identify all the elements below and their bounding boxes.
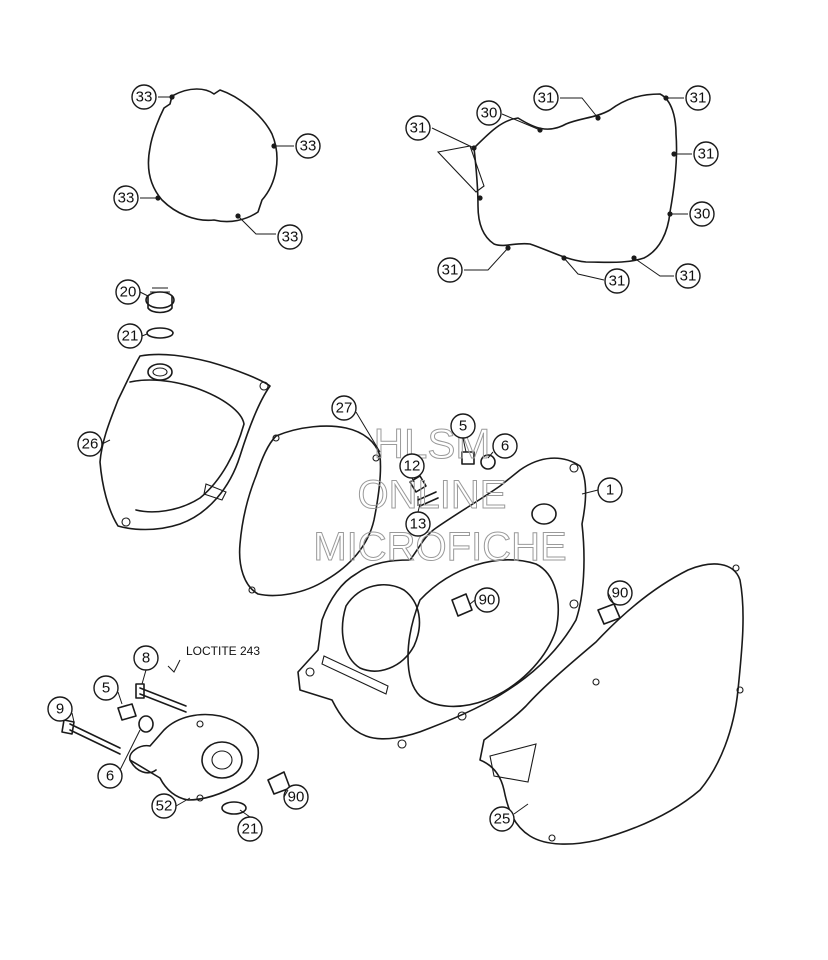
svg-text:6: 6 bbox=[501, 438, 509, 455]
callout-9: 9 bbox=[47, 696, 73, 722]
svg-text:33: 33 bbox=[282, 229, 299, 246]
screw-13 bbox=[417, 491, 439, 507]
callout-6-bottom: 6 bbox=[97, 763, 123, 789]
callout-21-bottom: 21 bbox=[237, 816, 263, 842]
svg-text:52: 52 bbox=[156, 798, 173, 815]
svg-text:31: 31 bbox=[680, 268, 697, 285]
svg-text:21: 21 bbox=[242, 821, 259, 838]
callout-90-b: 90 bbox=[607, 580, 633, 606]
clutch-cover bbox=[99, 353, 271, 531]
callout-27: 27 bbox=[331, 395, 357, 421]
svg-text:12: 12 bbox=[404, 458, 421, 475]
callout-31-g: 31 bbox=[675, 263, 701, 289]
callout-33-a: 33 bbox=[131, 84, 157, 110]
loctite-note-group: LOCTITE 243 bbox=[167, 644, 260, 673]
svg-text:1: 1 bbox=[606, 482, 614, 499]
svg-text:30: 30 bbox=[694, 206, 711, 223]
callout-52: 52 bbox=[151, 793, 177, 819]
svg-text:90: 90 bbox=[288, 789, 305, 806]
callout-5-top: 5 bbox=[450, 413, 476, 439]
svg-text:31: 31 bbox=[410, 120, 427, 137]
water-pump-cover bbox=[129, 713, 260, 802]
callout-26: 26 bbox=[77, 431, 103, 457]
svg-text:90: 90 bbox=[479, 592, 496, 609]
callout-1: 1 bbox=[597, 477, 623, 503]
o-ring-bottom bbox=[221, 801, 247, 815]
callout-21-top: 21 bbox=[117, 323, 143, 349]
svg-text:90: 90 bbox=[612, 585, 629, 602]
svg-text:8: 8 bbox=[142, 650, 150, 667]
svg-text:31: 31 bbox=[442, 262, 459, 279]
svg-text:30: 30 bbox=[481, 105, 498, 122]
svg-text:20: 20 bbox=[120, 284, 137, 301]
screw-12 bbox=[409, 475, 427, 493]
callout-33-d: 33 bbox=[277, 224, 303, 250]
callout-leaders bbox=[71, 291, 615, 818]
svg-text:31: 31 bbox=[538, 90, 555, 107]
seal-ring-6 bbox=[138, 715, 154, 733]
callout-90-a: 90 bbox=[474, 587, 500, 613]
callout-31-e: 31 bbox=[437, 257, 463, 283]
svg-text:26: 26 bbox=[82, 436, 99, 453]
svg-text:5: 5 bbox=[459, 418, 467, 435]
watermark-line-3: MICROFICHE bbox=[313, 525, 566, 569]
callout-31-b: 31 bbox=[533, 85, 559, 111]
callout-25: 25 bbox=[489, 806, 515, 832]
svg-text:31: 31 bbox=[698, 146, 715, 163]
dowel-sleeve-90-a bbox=[451, 593, 473, 617]
svg-text:21: 21 bbox=[122, 328, 139, 345]
callout-5-bottom: 5 bbox=[93, 675, 119, 701]
watermark-line-2: ONLINE bbox=[358, 473, 507, 517]
svg-text:9: 9 bbox=[56, 701, 64, 718]
svg-text:6: 6 bbox=[106, 768, 114, 785]
svg-text:31: 31 bbox=[609, 273, 626, 290]
svg-text:25: 25 bbox=[494, 811, 511, 828]
oil-filler-plug bbox=[145, 287, 175, 314]
plug-screw-5 bbox=[117, 703, 137, 721]
watermark: HLSM ONLINE MICROFICHE bbox=[313, 420, 567, 570]
clutch-cover-gasket-27 bbox=[238, 425, 382, 597]
ignition-cover-gasket bbox=[140, 88, 294, 235]
screw-9 bbox=[61, 719, 121, 755]
screw-8 bbox=[135, 683, 187, 713]
o-ring-top bbox=[146, 327, 174, 339]
callout-30-b: 30 bbox=[689, 201, 715, 227]
svg-text:13: 13 bbox=[410, 516, 427, 533]
svg-text:33: 33 bbox=[300, 138, 317, 155]
inner-engine-cover bbox=[297, 457, 587, 749]
svg-text:31: 31 bbox=[690, 90, 707, 107]
loctite-note: LOCTITE 243 bbox=[186, 644, 260, 658]
callout-13: 13 bbox=[405, 511, 431, 537]
callout-12: 12 bbox=[399, 453, 425, 479]
callout-8: 8 bbox=[133, 645, 159, 671]
callout-31-a: 31 bbox=[405, 115, 431, 141]
svg-text:27: 27 bbox=[336, 400, 353, 417]
outer-cover-gasket bbox=[479, 563, 744, 845]
callout-labels: 33 33 33 33 31 30 31 31 31 31 30 31 31 3… bbox=[47, 84, 719, 842]
svg-text:33: 33 bbox=[136, 89, 153, 106]
plug-screw-5-top bbox=[461, 451, 475, 465]
callout-31-c: 31 bbox=[685, 85, 711, 111]
callout-31-d: 31 bbox=[693, 141, 719, 167]
callout-20: 20 bbox=[115, 279, 141, 305]
callout-33-b: 33 bbox=[295, 133, 321, 159]
clutch-cover-gasket bbox=[431, 93, 692, 281]
callout-31-f: 31 bbox=[604, 268, 630, 294]
callout-6-top: 6 bbox=[492, 433, 518, 459]
svg-text:33: 33 bbox=[118, 190, 135, 207]
callout-33-c: 33 bbox=[113, 185, 139, 211]
seal-ring-6-top bbox=[480, 454, 496, 470]
callout-90-c: 90 bbox=[283, 784, 309, 810]
svg-text:5: 5 bbox=[102, 680, 110, 697]
callout-30-a: 30 bbox=[476, 100, 502, 126]
